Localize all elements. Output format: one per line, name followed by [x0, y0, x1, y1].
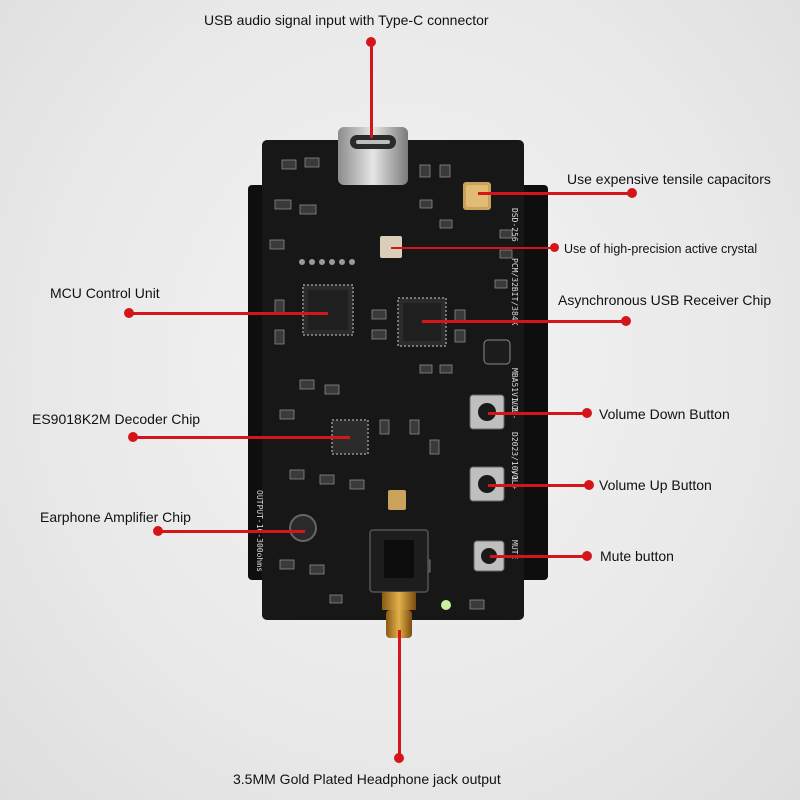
header-pins [299, 259, 355, 265]
decoder-chip [331, 419, 369, 455]
volume-up-button [469, 466, 505, 502]
label-usb-receiver: Asynchronous USB Receiver Chip [558, 292, 772, 308]
led [441, 600, 451, 610]
dot-amplifier [153, 526, 163, 536]
usb-c-connector [338, 127, 408, 185]
dot-decoder [128, 432, 138, 442]
label-volume-up: Volume Up Button [599, 477, 712, 493]
dot-tensile-capacitors [627, 188, 637, 198]
inductor [483, 339, 511, 365]
leader-mute [490, 555, 586, 558]
dot-usb-receiver [621, 316, 631, 326]
leader-amplifier [157, 530, 305, 533]
silk-vol-minus: VOL- [510, 400, 519, 419]
silk-date: D2023/10/1 [510, 432, 519, 480]
leader-volume-down [488, 412, 586, 415]
leader-decoder [132, 436, 350, 439]
silk-mute: MUTE [510, 540, 519, 559]
smd-components [269, 157, 513, 610]
dot-usb-input [366, 37, 376, 47]
leader-active-crystal [391, 247, 554, 249]
leader-usb-input [370, 42, 373, 138]
dot-mcu [124, 308, 134, 318]
dot-mute [582, 551, 592, 561]
headphone-jack [369, 529, 429, 638]
mute-button [473, 540, 505, 572]
silk-spec: PCM/32BIT/384K [510, 258, 519, 326]
label-headphone-jack: 3.5MM Gold Plated Headphone jack output [233, 771, 501, 787]
mcu-chip [302, 284, 354, 336]
dot-headphone-jack [394, 753, 404, 763]
leader-usb-receiver [422, 320, 626, 323]
label-amplifier: Earphone Amplifier Chip [40, 509, 191, 525]
silk-model: DSD-256 [510, 208, 519, 242]
leader-headphone-jack [398, 630, 401, 758]
dot-volume-down [582, 408, 592, 418]
dot-volume-up [584, 480, 594, 490]
leader-volume-up [488, 484, 588, 487]
label-active-crystal: Use of high-precision active crystal [564, 242, 758, 256]
amplifier-chip [289, 514, 317, 542]
label-decoder: ES9018K2M Decoder Chip [32, 411, 201, 427]
silk-vol-plus: VOL+ [510, 470, 519, 489]
leader-mcu [128, 312, 328, 315]
label-usb-input: USB audio signal input with Type-C conne… [204, 12, 489, 28]
label-tensile-capacitors: Use expensive tensile capacitors [567, 171, 771, 187]
dot-active-crystal [550, 243, 559, 252]
leader-tensile-capacitors [478, 192, 632, 195]
label-mcu: MCU Control Unit [50, 285, 160, 301]
silk-version: MBA51V1.2 [510, 368, 519, 412]
label-mute: Mute button [600, 548, 674, 564]
tensile-capacitor [463, 182, 491, 210]
capacitor [388, 490, 406, 510]
label-volume-down: Volume Down Button [599, 406, 730, 422]
